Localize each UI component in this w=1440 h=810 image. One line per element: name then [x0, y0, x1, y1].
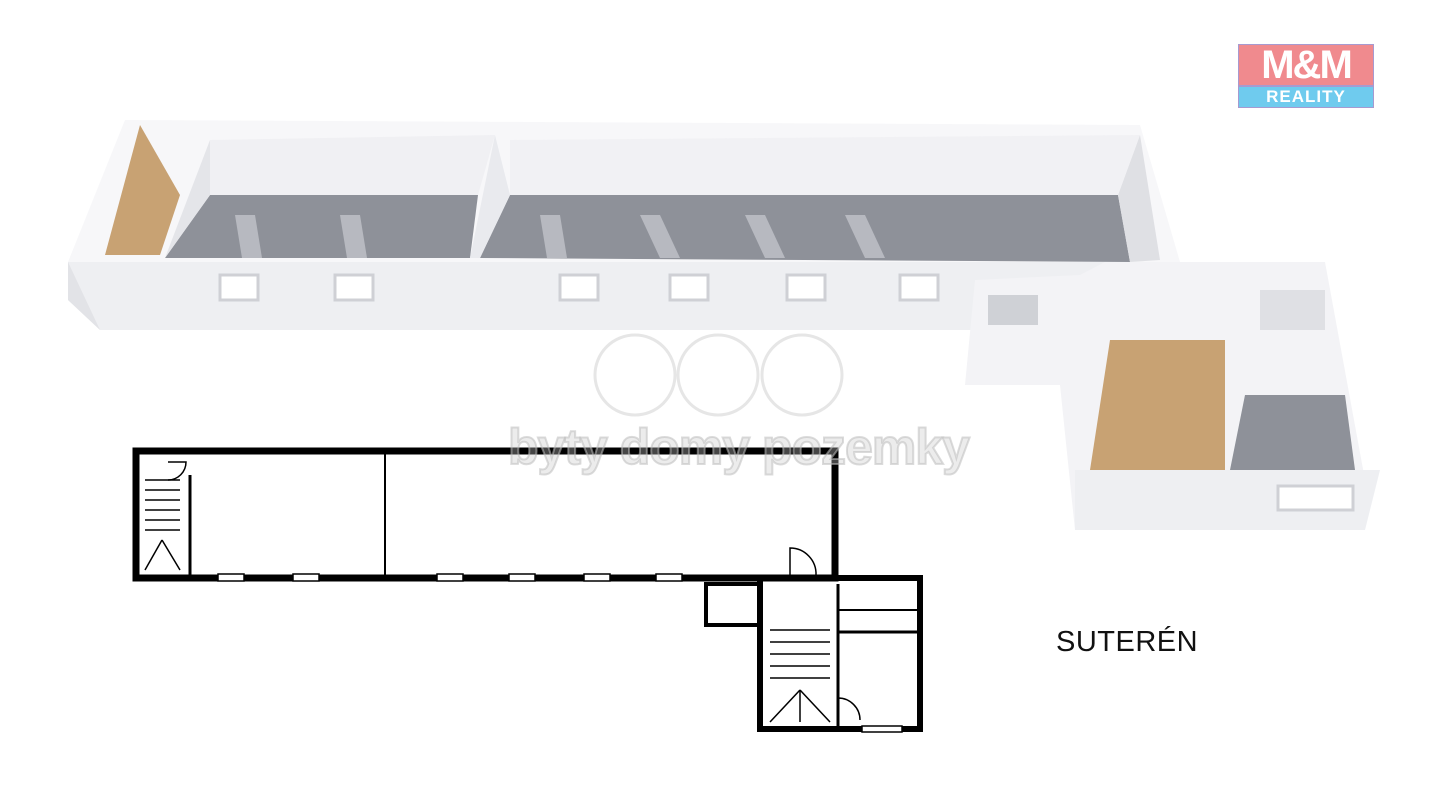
watermark-logo: [593, 333, 844, 417]
logo-top: M&M: [1238, 44, 1374, 86]
mm-reality-logo: M&M REALITY: [1238, 44, 1374, 108]
room-floor: [480, 195, 1130, 262]
floor-label: SUTERÉN: [1056, 626, 1199, 658]
3d-render: [68, 120, 1380, 530]
logo-bottom: REALITY: [1238, 86, 1374, 108]
room-floor: [165, 195, 478, 258]
2d-plan: [132, 447, 923, 733]
stairs: [1090, 340, 1225, 470]
watermark-text: byty domy pozemky: [507, 418, 971, 476]
stairs: [105, 125, 180, 255]
